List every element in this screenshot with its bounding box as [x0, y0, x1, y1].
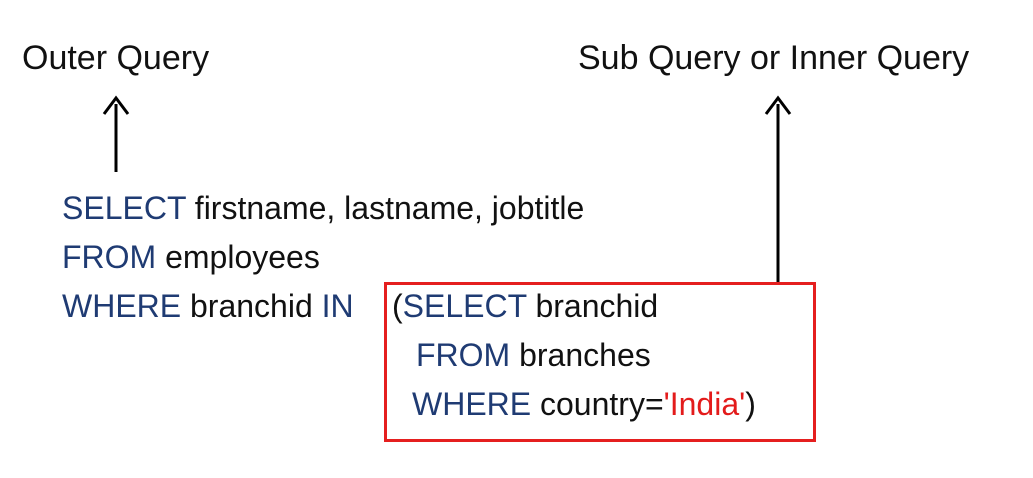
- close-paren: ): [745, 386, 756, 422]
- code-line-select: SELECT firstname, lastname, jobtitle: [62, 189, 584, 227]
- keyword-where: WHERE: [62, 288, 182, 324]
- subquery-line-from: FROM branches: [416, 336, 651, 374]
- subquery-select-column: branchid: [526, 288, 659, 324]
- subquery-keyword-where: WHERE: [412, 386, 532, 422]
- inner-query-arrow-icon: [764, 95, 792, 282]
- outer-query-label: Outer Query: [22, 39, 210, 77]
- subquery-highlight-box: [384, 282, 816, 442]
- subquery-keyword-from: FROM: [416, 337, 511, 373]
- outer-query-arrow-icon: [102, 95, 130, 172]
- subquery-line-where: WHERE country='India'): [412, 385, 756, 423]
- where-column: branchid: [181, 288, 322, 324]
- string-literal-india: 'India': [663, 386, 746, 422]
- keyword-in: IN: [321, 288, 354, 324]
- subquery-from-table: branches: [510, 337, 651, 373]
- subquery-keyword-select: SELECT: [402, 288, 527, 324]
- code-line-from: FROM employees: [62, 238, 320, 276]
- keyword-from: FROM: [62, 239, 157, 275]
- keyword-select: SELECT: [62, 190, 186, 226]
- from-table: employees: [156, 239, 320, 275]
- select-columns: firstname, lastname, jobtitle: [185, 190, 585, 226]
- subquery-where-condition: country=: [531, 386, 664, 422]
- open-paren: (: [392, 288, 403, 324]
- inner-query-label: Sub Query or Inner Query: [578, 39, 970, 77]
- subquery-line-select: (SELECT branchid: [392, 287, 658, 325]
- code-line-where: WHERE branchid IN: [62, 287, 354, 325]
